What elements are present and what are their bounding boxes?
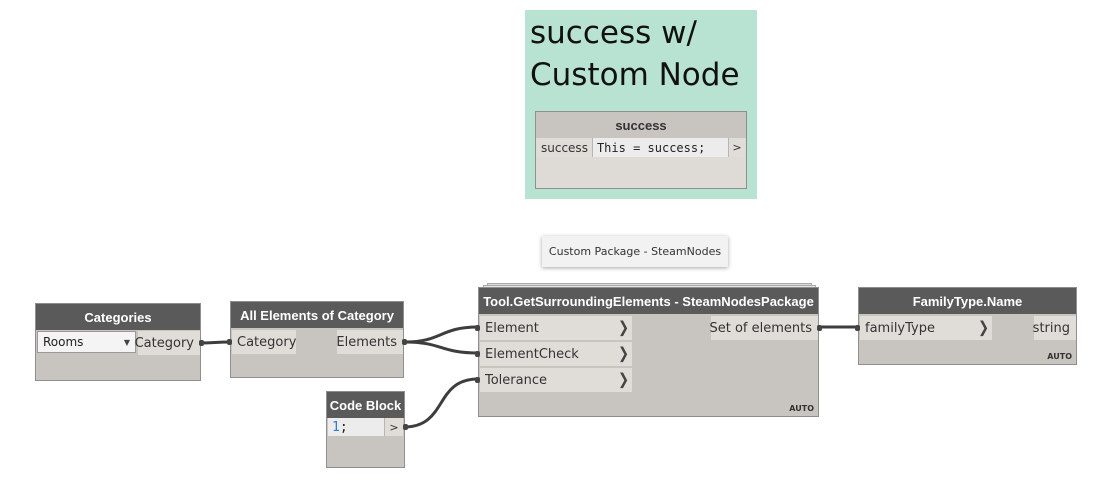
chevron-right-icon: ❯ [618,371,629,389]
wire-elements-to-element[interactable] [403,325,480,344]
code-block-terminator: ; [339,419,348,435]
lacing-indicator[interactable]: AUTO [1047,352,1072,361]
tolerance-input-port[interactable]: Tolerance ❯ [480,368,632,392]
chevron-right-icon: ❯ [618,319,629,337]
success-code-text[interactable]: This = success; [592,138,728,157]
tolerance-input-label: Tolerance [485,372,547,388]
code-block-node[interactable]: Code Block 1; > [326,391,408,468]
all-elements-of-category-node[interactable]: All Elements of Category Category Elemen… [227,301,407,378]
node-stack-shadow [487,283,812,286]
category-dropdown-value: Rooms [43,335,84,349]
group-title[interactable]: success w/ Custom Node [530,15,740,93]
family-type-name-node[interactable]: FamilyType.Name familyType ❯ string AUTO [855,287,1077,365]
string-output-port[interactable]: string [1033,316,1076,340]
element-input-port[interactable]: Element ❯ [480,316,632,340]
package-tooltip: Custom Package - SteamNodes [542,236,728,267]
set-of-elements-output-knob[interactable] [817,325,822,331]
familytype-input-label: familyType [865,320,935,336]
node-stack-shadow [483,285,816,288]
chevron-right-icon: ❯ [618,345,629,363]
all-elements-input-port[interactable]: Category [232,330,296,354]
wire-elements-to-elementcheck[interactable] [403,340,480,355]
categories-node-title: Categories [36,304,200,330]
get-surrounding-elements-node[interactable]: Tool.GetSurroundingElements - SteamNodes… [475,287,822,417]
element-input-knob[interactable] [475,325,480,331]
success-output-port[interactable]: > [728,138,745,157]
code-block-number: 1 [332,419,340,435]
wire-codeblock-to-tolerance[interactable] [402,377,480,429]
code-block-output-knob[interactable] [403,424,408,430]
categories-output-knob[interactable] [199,340,204,346]
code-block-text[interactable]: 1; [328,418,384,436]
familytype-input-port[interactable]: familyType ❯ [860,316,992,340]
elementcheck-input-knob[interactable] [475,351,480,357]
chevron-down-icon: ▼ [123,337,130,347]
success-input-port[interactable]: success [537,138,593,157]
categories-output-port[interactable]: Category [135,331,200,355]
familytype-input-knob[interactable] [855,325,860,331]
elementcheck-input-port[interactable]: ElementCheck ❯ [480,342,632,366]
elementcheck-input-label: ElementCheck [485,346,579,362]
family-type-node-title: FamilyType.Name [859,288,1076,314]
category-dropdown[interactable]: Rooms ▼ [37,331,136,353]
element-input-label: Element [485,320,539,336]
wire-category[interactable] [198,340,232,345]
success-node-row: success This = success; > [537,138,745,157]
node-group[interactable]: success w/ Custom Node success success T… [525,10,757,199]
success-node-title: success [536,112,746,138]
all-elements-output-port[interactable]: Elements [336,330,403,354]
code-block-output-port[interactable]: > [384,418,403,436]
all-elements-node-title: All Elements of Category [231,302,403,328]
success-custom-node[interactable]: success success This = success; > [535,111,747,189]
all-elements-input-knob[interactable] [227,339,232,345]
tolerance-input-knob[interactable] [475,377,480,383]
set-of-elements-output-port[interactable]: Set of elements [709,316,818,340]
all-elements-output-knob[interactable] [402,339,407,345]
code-block-row: 1; > [328,418,403,436]
categories-node[interactable]: Categories Rooms ▼ Category [35,303,204,381]
code-block-node-title: Code Block [327,392,404,418]
surrounding-node-title: Tool.GetSurroundingElements - SteamNodes… [479,288,818,314]
chevron-right-icon: ❯ [978,319,989,337]
lacing-indicator[interactable]: AUTO [789,404,814,413]
